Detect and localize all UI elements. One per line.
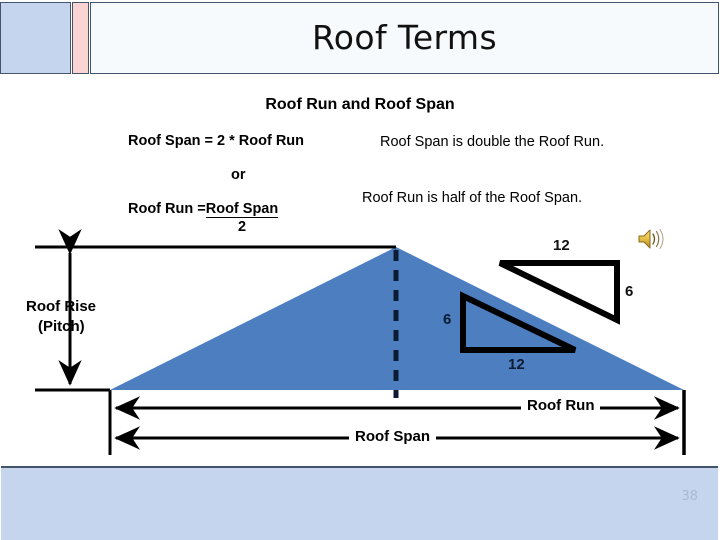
label-pitch-top-rise: 6 xyxy=(625,283,634,300)
slide-header: Roof Terms xyxy=(0,2,719,74)
slide-footer xyxy=(1,466,718,540)
speaker-icon[interactable] xyxy=(636,226,666,252)
section-subheading: Roof Run and Roof Span xyxy=(265,96,455,113)
equation-roof-span: Roof Span = 2 * Roof Run xyxy=(128,133,305,149)
pitch-triangle-lower xyxy=(460,291,577,353)
label-roof-rise-line1: Roof Rise xyxy=(26,298,97,315)
label-roof-span: Roof Span xyxy=(349,428,436,445)
pitch-triangle-upper xyxy=(498,260,620,325)
label-pitch-bottom-run: 12 xyxy=(508,356,525,373)
note-span-double: Roof Span is double the Roof Run. xyxy=(380,134,605,150)
label-pitch-top-run: 12 xyxy=(553,237,570,254)
header-accent-pink xyxy=(72,2,89,74)
header-title-panel xyxy=(90,2,719,74)
fraction-denominator: 2 xyxy=(237,219,247,235)
roof-diagram: Roof Rise (Pitch) Roof Run Roof Span 12 … xyxy=(26,229,686,455)
page-number: 38 xyxy=(681,489,698,504)
label-roof-rise-line2: (Pitch) xyxy=(38,318,85,335)
fraction-numerator: Roof Span xyxy=(205,201,279,218)
equation-or-label: or xyxy=(231,167,246,183)
header-accent-blue xyxy=(0,2,71,74)
note-run-half: Roof Run is half of the Roof Span. xyxy=(362,190,583,206)
page-title: Roof Terms xyxy=(311,18,498,57)
label-pitch-bottom-rise: 6 xyxy=(443,311,452,328)
equation-roof-run-lhs: Roof Run = xyxy=(128,201,206,217)
label-roof-run: Roof Run xyxy=(521,397,601,414)
